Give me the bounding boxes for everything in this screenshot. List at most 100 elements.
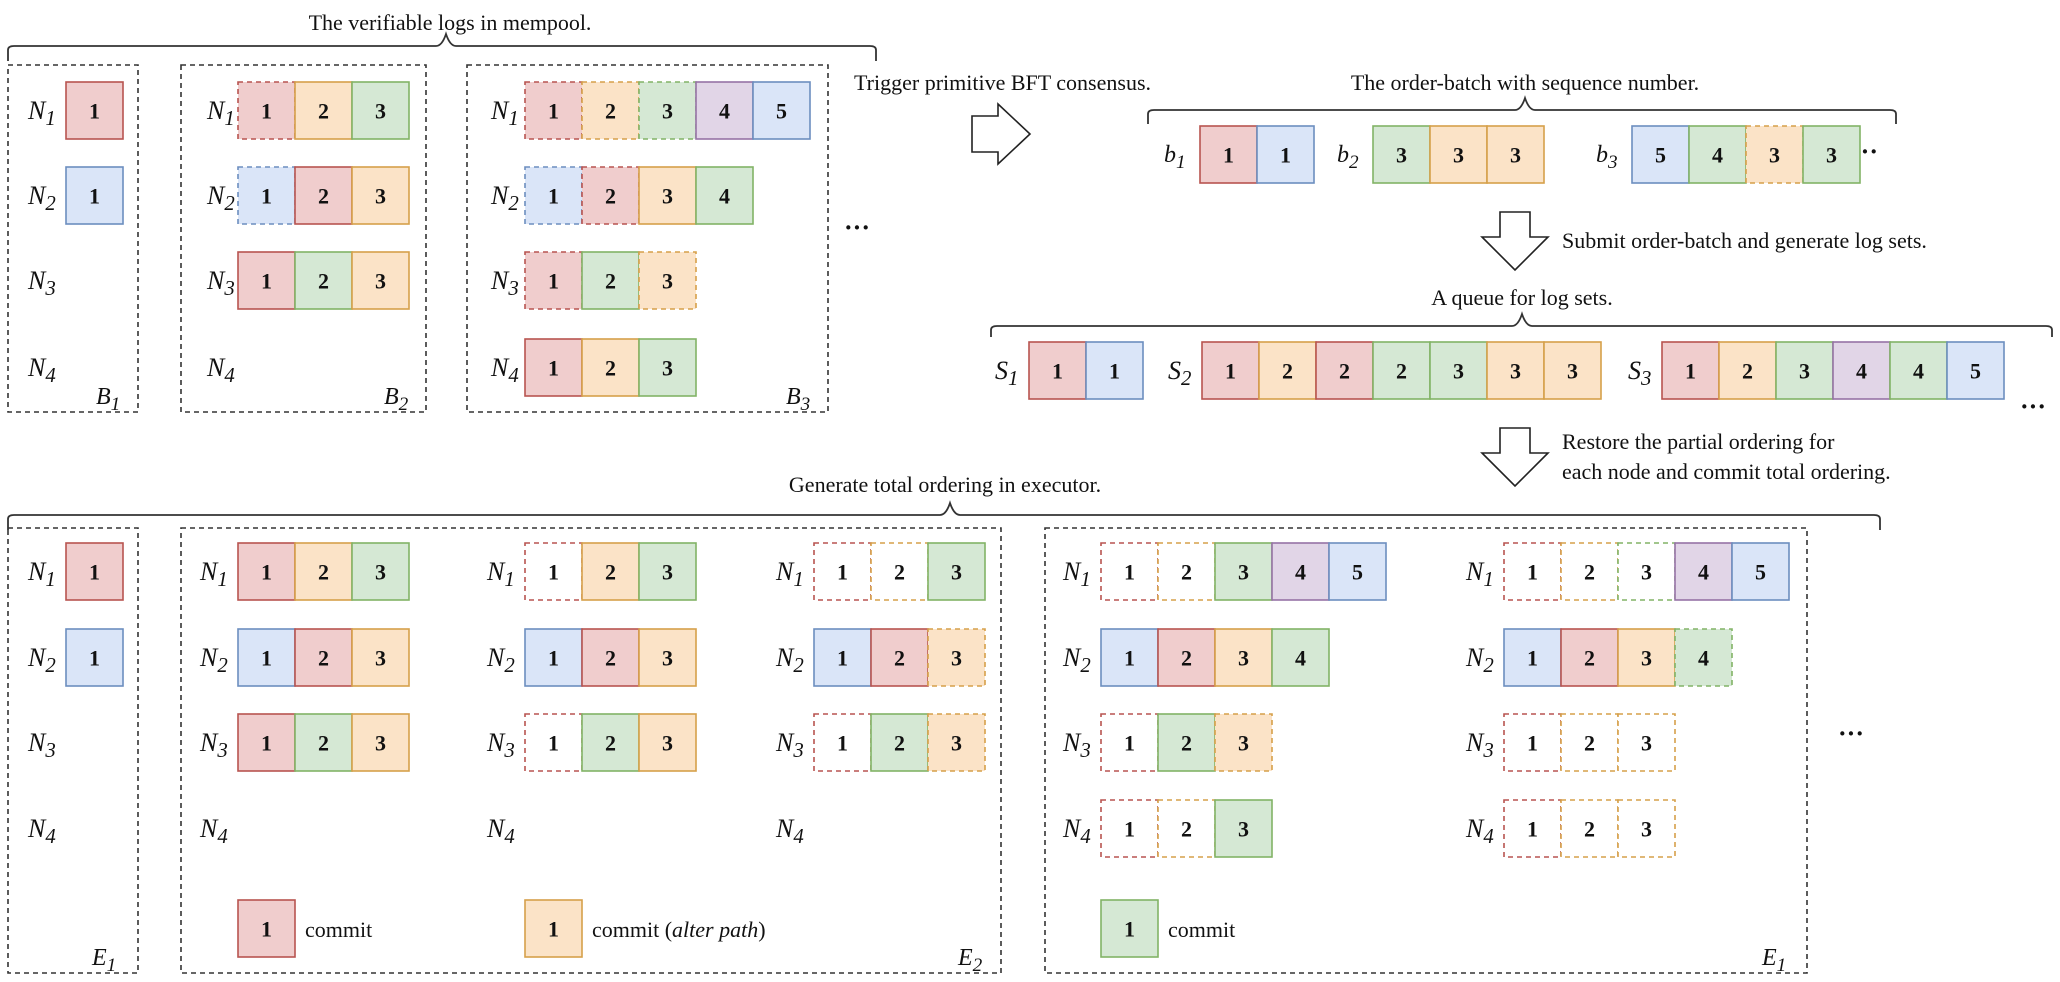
mempool-log-cell: 2 xyxy=(581,166,640,225)
executor-log-cell: 1 xyxy=(1503,713,1562,772)
log-cell-box xyxy=(237,713,296,772)
right-arrow-icon xyxy=(971,102,1032,166)
log-cell-value: 1 xyxy=(548,646,559,671)
log-cell-value: 3 xyxy=(951,731,962,756)
mempool-log-cell: 2 xyxy=(581,251,640,310)
brace-order-batch xyxy=(1147,95,1897,124)
log-cell-value: 1 xyxy=(261,731,272,756)
log-cell-box xyxy=(1100,713,1159,772)
log-cell-box xyxy=(1100,799,1159,858)
log-cell-value: 2 xyxy=(1282,359,1293,384)
log-cell-box xyxy=(1617,628,1676,687)
log-cell-value: 2 xyxy=(605,269,616,294)
executor-log-cell: 2 xyxy=(294,713,353,772)
legend-swatch: 1 xyxy=(524,899,583,958)
log-cell-value: 1 xyxy=(548,269,559,294)
order-batch-label-b3: b3 xyxy=(1596,142,1618,173)
log-cell-box xyxy=(1328,542,1387,601)
node-label-n3: N3 xyxy=(1062,728,1091,762)
mempool-log-cell: 2 xyxy=(294,166,353,225)
log-cell-box xyxy=(524,713,583,772)
log-cell-box xyxy=(351,628,410,687)
log-cell-value: 3 xyxy=(662,99,673,124)
log-cell-box xyxy=(524,542,583,601)
log-cell-value: 3 xyxy=(375,99,386,124)
executor-log-cell: 1 xyxy=(1503,628,1562,687)
log-cell-box xyxy=(1745,125,1804,184)
node-label-n2: N2 xyxy=(486,643,515,677)
log-cell-box xyxy=(1315,341,1374,400)
log-cell-value: 2 xyxy=(318,99,329,124)
node-label-n1: N1 xyxy=(27,96,56,130)
log-cell-box xyxy=(870,628,929,687)
log-cell-value: 1 xyxy=(548,731,559,756)
log-cell-value: 1 xyxy=(261,560,272,585)
log-cell-value: 3 xyxy=(375,560,386,585)
executor-log-cell: 2 xyxy=(870,628,929,687)
node-label-n1: N1 xyxy=(1465,557,1494,591)
log-cell-box xyxy=(1258,341,1317,400)
executor-log-cell: 1 xyxy=(813,713,872,772)
title-mempool: The verifiable logs in mempool. xyxy=(309,10,592,35)
log-cell-box xyxy=(1199,125,1258,184)
order-batch-cell: 1 xyxy=(1199,125,1258,184)
log-cell-value: 1 xyxy=(1223,143,1234,168)
log-cell-box xyxy=(1661,341,1720,400)
executor-log-cell: 3 xyxy=(1617,542,1676,601)
node-label-n2: N2 xyxy=(27,643,56,677)
executor-log-cell: 1 xyxy=(1100,628,1159,687)
log-cell-value: 2 xyxy=(318,184,329,209)
mempool-log-cell: 2 xyxy=(294,251,353,310)
executor-log-cell: 3 xyxy=(1617,799,1676,858)
node-label-n3: N3 xyxy=(490,266,519,300)
node-label-n4: N4 xyxy=(1465,814,1494,848)
log-cell-box xyxy=(1085,341,1144,400)
executor-log-cell: 2 xyxy=(1560,713,1619,772)
log-cell-value: 3 xyxy=(1799,359,1810,384)
log-cell-value: 1 xyxy=(1124,817,1135,842)
title-restore-line2: each node and commit total ordering. xyxy=(1562,459,1891,484)
executor-log-cell: 2 xyxy=(294,628,353,687)
log-cell-box xyxy=(638,713,697,772)
log-cell-value: 2 xyxy=(318,269,329,294)
node-label-n4: N4 xyxy=(27,353,56,387)
executor-log-cell: 2 xyxy=(1560,542,1619,601)
executor-label-e1-right: E1 xyxy=(1761,945,1786,976)
log-cell-value: 2 xyxy=(1584,731,1595,756)
executor-log-cell: 4 xyxy=(1674,542,1733,601)
log-cell-value: 1 xyxy=(1124,917,1135,942)
log-cell-value: 3 xyxy=(662,269,673,294)
mempool-log-cell: 1 xyxy=(524,166,583,225)
node-label-n3: N3 xyxy=(486,728,515,762)
log-cell-box xyxy=(1100,542,1159,601)
log-cell-value: 1 xyxy=(1124,646,1135,671)
frame-e1-right xyxy=(1044,527,1808,974)
log-cell-box xyxy=(237,166,296,225)
log-cell-value: 2 xyxy=(318,646,329,671)
log-set-cell: 2 xyxy=(1718,341,1777,400)
executor-log-cell: 1 xyxy=(1100,713,1159,772)
mempool-log-cell: 3 xyxy=(638,166,697,225)
log-cell-value: 1 xyxy=(837,560,848,585)
legend-swatch: 1 xyxy=(237,899,296,958)
log-cell-value: 2 xyxy=(318,731,329,756)
log-cell-value: 1 xyxy=(261,99,272,124)
executor-log-cell: 3 xyxy=(351,542,410,601)
log-cell-box xyxy=(638,542,697,601)
executor-log-cell: 2 xyxy=(581,542,640,601)
log-cell-box xyxy=(1503,799,1562,858)
executor-log-cell: 3 xyxy=(1617,628,1676,687)
executor-log-cell: 1 xyxy=(237,713,296,772)
executor-log-cell: 2 xyxy=(581,713,640,772)
log-cell-box xyxy=(1560,542,1619,601)
log-cell-value: 1 xyxy=(548,917,559,942)
log-cell-box xyxy=(524,899,583,958)
log-cell-box xyxy=(927,713,986,772)
log-cell-box xyxy=(1674,628,1733,687)
log-cell-value: 3 xyxy=(375,646,386,671)
log-cell-value: 3 xyxy=(1510,359,1521,384)
mempool-log-cell: 3 xyxy=(351,166,410,225)
log-cell-value: 2 xyxy=(1396,359,1407,384)
order-batch-label-b2: b2 xyxy=(1337,142,1359,173)
node-label-n2: N2 xyxy=(1465,643,1494,677)
